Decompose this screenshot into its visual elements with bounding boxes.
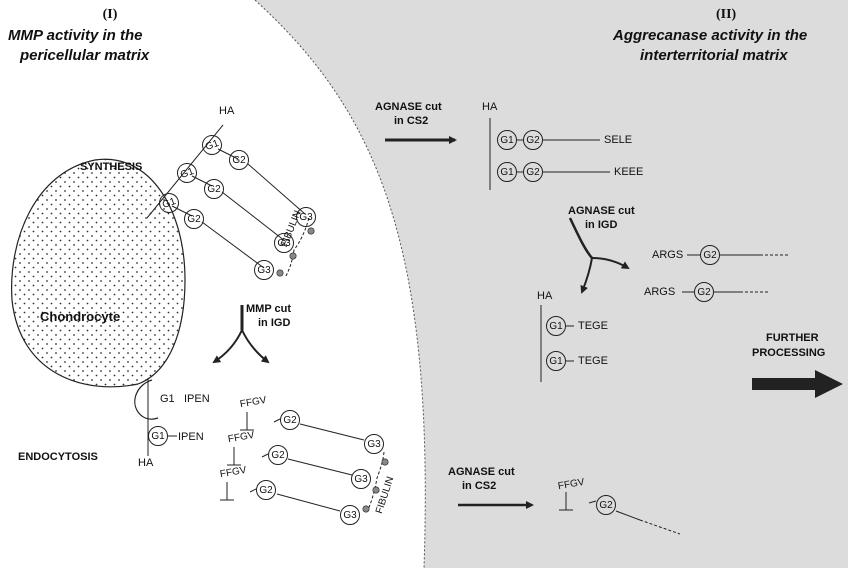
agnase-igd-label-line1: AGNASE cut <box>568 205 635 217</box>
panel-right-title-line1: Aggrecanase activity in the <box>613 27 808 44</box>
endocytosis-pit <box>134 379 159 420</box>
g2-domain: G2 <box>229 150 249 170</box>
tege-label: TEGE <box>578 355 608 367</box>
g3-domain: G3 <box>364 434 384 454</box>
agnase-igd-label-line2: in IGD <box>585 219 618 231</box>
g1-domain: G1 <box>148 426 168 446</box>
g3-domain: G3 <box>254 260 274 280</box>
ipen-label: IPEN <box>178 431 204 443</box>
mmp-cut-label-line1: MMP cut <box>246 303 292 315</box>
chondrocyte-label: Chondrocyte <box>40 309 121 324</box>
args-label: ARGS <box>644 286 676 298</box>
ha-label-right-top: HA <box>482 101 498 113</box>
agnase-cs2-bottom-line1: AGNASE cut <box>448 466 515 478</box>
g1-domain: G1 <box>546 316 566 336</box>
g2-domain: G2 <box>256 480 276 500</box>
agnase-cs2-bottom-line2: in CS2 <box>462 480 497 492</box>
panel-right-numeral: (II) <box>716 7 737 22</box>
g2-domain: G2 <box>280 410 300 430</box>
g1-domain: G1 <box>497 162 517 182</box>
g3-domain: G3 <box>296 207 316 227</box>
keee-label: KEEE <box>614 166 644 178</box>
ha-strand-synthesis <box>146 124 224 219</box>
panel-right-title-line2: interterritorial matrix <box>640 47 788 64</box>
further-processing-line2: PROCESSING <box>752 347 826 359</box>
g2-domain: G2 <box>523 162 543 182</box>
panel-left-title-line2: pericellular matrix <box>20 47 150 64</box>
g2-domain: G2 <box>184 209 204 229</box>
g1-domain: G1 <box>497 130 517 150</box>
further-processing-arrow <box>752 370 843 398</box>
g2-domain: G2 <box>268 445 288 465</box>
mmp-cut-label-line2: in IGD <box>258 317 291 329</box>
agnase-cs2-label-line1: AGNASE cut <box>375 101 442 113</box>
g2-domain: G2 <box>523 130 543 150</box>
args-label: ARGS <box>652 249 684 261</box>
chondrocyte-cell <box>11 158 186 388</box>
g3-domain: G3 <box>351 469 371 489</box>
g2-domain: G2 <box>204 179 224 199</box>
g3-domain: G3 <box>274 233 294 253</box>
g1-domain: G1 <box>546 351 566 371</box>
g1-free-label: G1 <box>160 393 175 405</box>
further-processing-line1: FURTHER <box>766 332 819 344</box>
tege-label: TEGE <box>578 320 608 332</box>
agnase-cs2-label-line2: in CS2 <box>394 115 429 127</box>
sele-label: SELE <box>604 134 633 146</box>
g2-domain: G2 <box>694 282 714 302</box>
panel-left-numeral: (I) <box>102 7 118 22</box>
synthesis-label: SYNTHESIS <box>80 161 143 173</box>
ha-label-endocytosis: HA <box>138 457 154 469</box>
ha-label-right-mid: HA <box>537 290 553 302</box>
ha-label-synthesis: HA <box>219 105 235 117</box>
panel-left-title-line1: MMP activity in the <box>8 27 143 44</box>
g3-domain: G3 <box>340 505 360 525</box>
g2-domain: G2 <box>596 495 616 515</box>
ipen-label: IPEN <box>184 393 210 405</box>
endocytosis-label: ENDOCYTOSIS <box>18 451 98 463</box>
g2-domain: G2 <box>700 245 720 265</box>
region-boundary-line <box>254 0 426 568</box>
interterritorial-region <box>255 0 848 568</box>
